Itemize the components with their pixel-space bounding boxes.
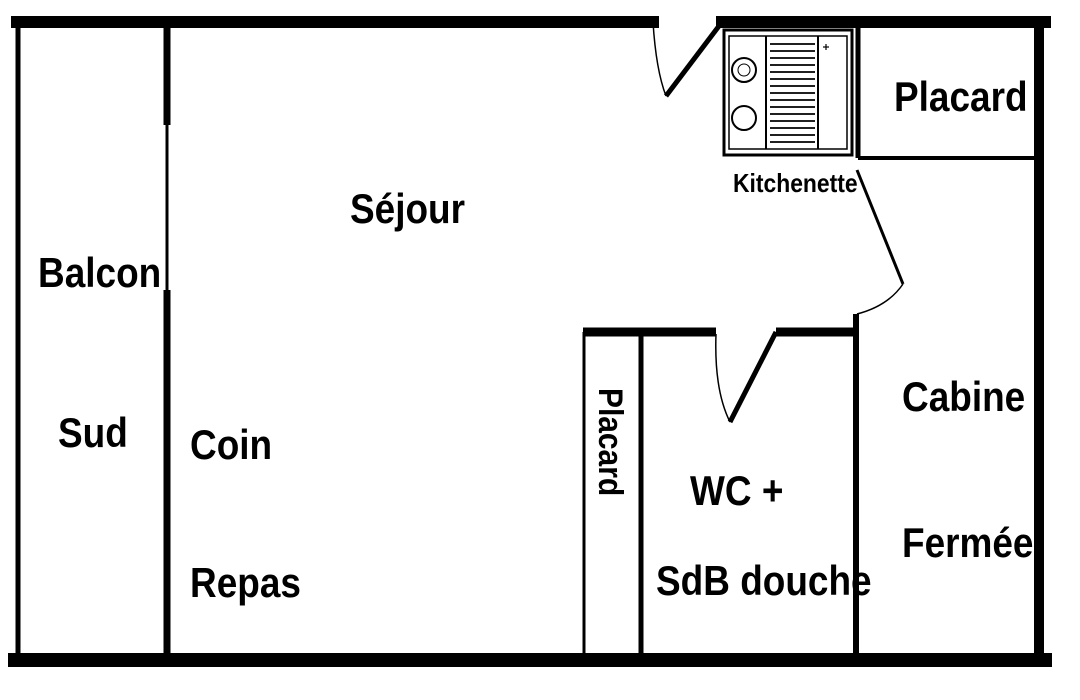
coin-label: Coin <box>190 421 273 468</box>
sink-drainer <box>770 43 815 143</box>
repas-label: Repas <box>190 559 301 606</box>
fermee-label: Fermée <box>902 519 1034 566</box>
placard-vertical-label: Placard <box>591 388 629 497</box>
placard-top-label: Placard <box>894 73 1028 120</box>
hob-burner-bottom <box>731 105 757 131</box>
kitchenette-label: Kitchenette <box>733 168 858 198</box>
cabine-door <box>855 169 905 315</box>
outer-walls <box>8 16 1052 667</box>
balcon-label: Balcon <box>38 249 162 296</box>
kitchenette-unit <box>722 28 854 157</box>
hob-burner-top <box>731 57 757 83</box>
sejour-label: Séjour <box>350 185 466 232</box>
entry-door <box>652 20 724 98</box>
sud-label: Sud <box>58 409 128 456</box>
interior-walls <box>582 314 859 660</box>
sdb-douche-label: SdB douche <box>656 557 872 604</box>
placard-top-box <box>855 22 1039 160</box>
cabine-label: Cabine <box>902 373 1026 420</box>
wc-label: WC + <box>690 467 784 514</box>
wc-door <box>715 330 779 424</box>
